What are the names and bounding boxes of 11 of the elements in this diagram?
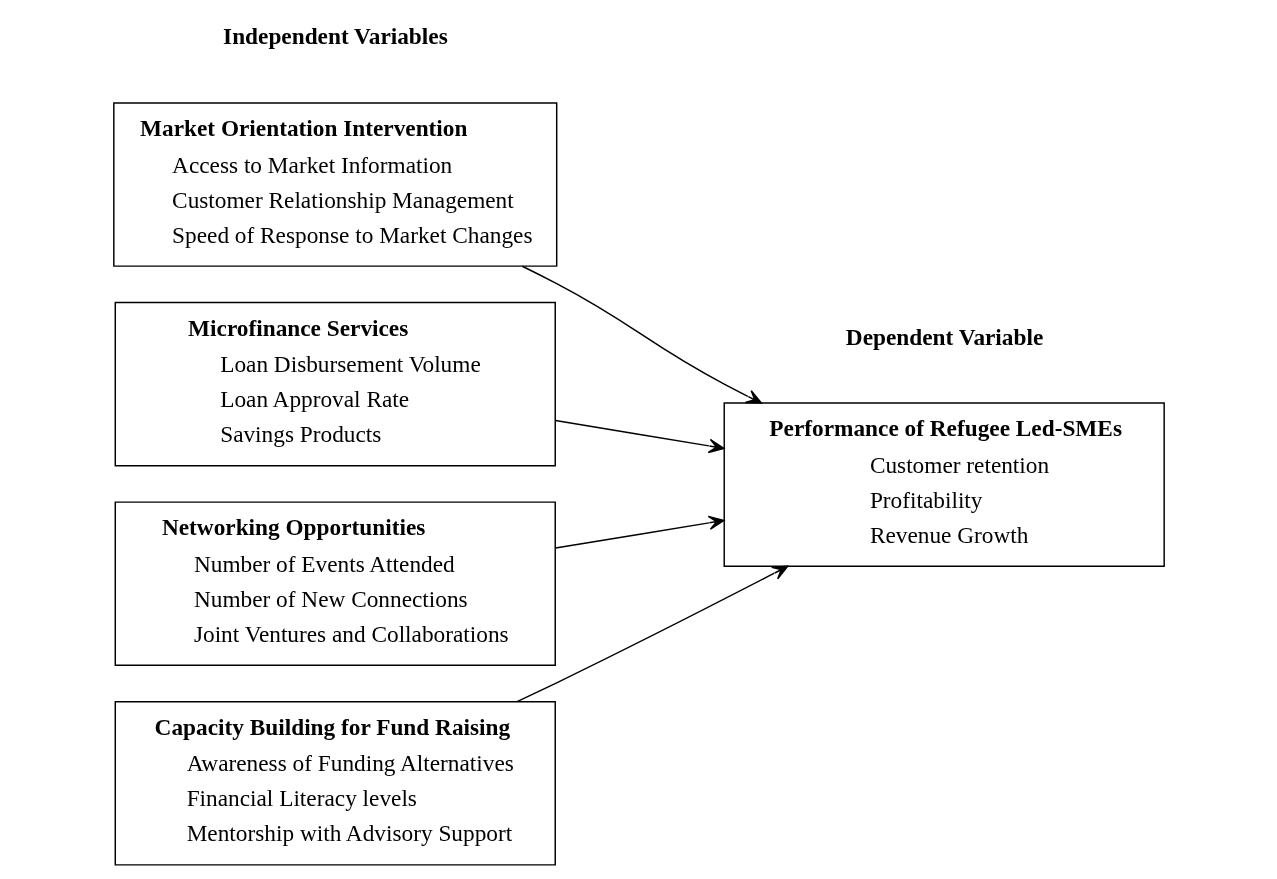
node-box: Networking Opportunities Number of Events Attended Number of New Connections Joint Ventures and Collaborations [114, 501, 556, 667]
arrow [554, 515, 724, 549]
node-box: Market Orientation Intervention Access to Market Information Customer Relationship Management Speed of Response to Market Changes [112, 102, 557, 267]
label: Dependent Variable [845, 323, 1043, 350]
node-box: Capacity Building for Fund Raising Awareness of Funding Alternatives Financial Literacy levels Mentorship with Advisory Support [114, 701, 556, 866]
arrow [515, 565, 788, 703]
node-box: Performance of Refugee Led-SMEs Customer retention Profitability Revenue Growth [723, 402, 1165, 567]
arrow [554, 419, 724, 454]
arrow [521, 265, 762, 404]
label: Independent Variables [222, 23, 448, 50]
node-box: Microfinance Services Loan Disbursement Volume Loan Approval Rate Savings Products [114, 301, 556, 467]
